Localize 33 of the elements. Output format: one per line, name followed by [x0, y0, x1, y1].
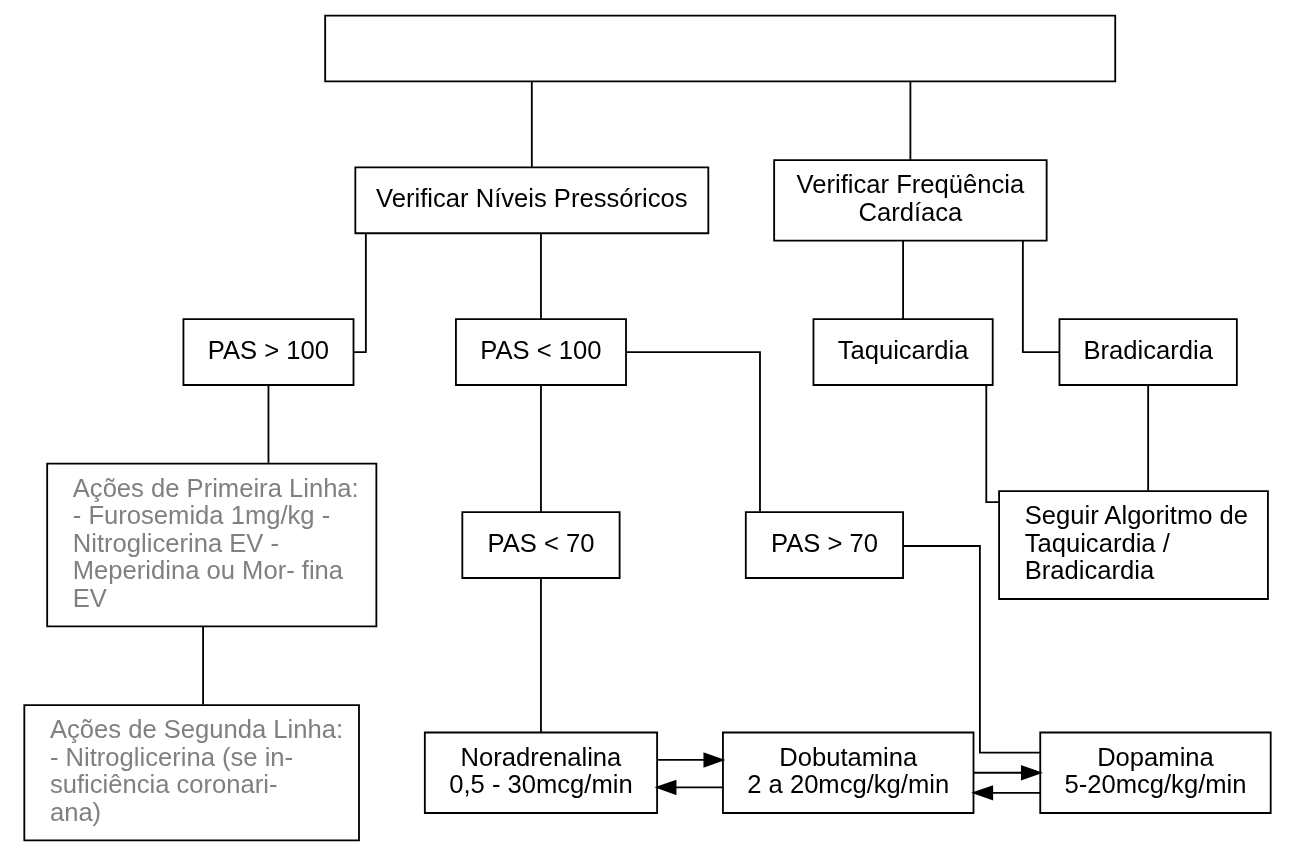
node-box: Ações de Primeira Linha: - Furosemida 1mg/kg - Nitroglicerina EV - Meperidina ou Mor- fina EV	[45, 462, 377, 628]
connector	[909, 80, 911, 161]
connector	[539, 384, 542, 513]
connector	[902, 545, 1041, 754]
connector	[539, 577, 542, 733]
connector	[624, 351, 761, 513]
connector	[901, 240, 904, 320]
connector	[267, 384, 269, 464]
node-box: PAS < 70	[460, 511, 621, 579]
connector	[201, 625, 204, 706]
connector	[352, 232, 367, 353]
node-box: Taquicardia	[812, 318, 994, 386]
node-box: PAS < 100	[454, 318, 627, 386]
node-box: Ações de Segunda Linha: - Nitroglicerina (se in- suficiência coronari- ana)	[22, 704, 360, 842]
connector	[530, 80, 533, 168]
connector	[1021, 240, 1060, 353]
node-box: PAS > 100	[182, 318, 354, 386]
connector	[984, 384, 1000, 503]
node-box: Bradicardia	[1058, 318, 1238, 386]
connector	[1146, 384, 1149, 492]
arrow	[653, 779, 723, 796]
node-box: Verificar Freqüência Cardíaca	[772, 159, 1048, 242]
node-box: Noradrenalina 0,5 - 30mcg/min	[423, 731, 658, 814]
node-box: Verificar Níveis Pressóricos	[353, 166, 709, 235]
node-box: PAS > 70	[744, 511, 904, 579]
node-box: Dobutamina 2 a 20mcg/kg/min	[721, 731, 974, 814]
connector	[539, 232, 542, 320]
node-box	[323, 14, 1116, 83]
arrow	[972, 765, 1043, 781]
arrow	[970, 785, 1041, 801]
node-box: Seguir Algoritmo de Taquicardia / Bradicardia	[997, 490, 1269, 600]
node-box: Dopamina 5-20mcg/kg/min	[1038, 731, 1272, 814]
arrow	[655, 752, 725, 768]
